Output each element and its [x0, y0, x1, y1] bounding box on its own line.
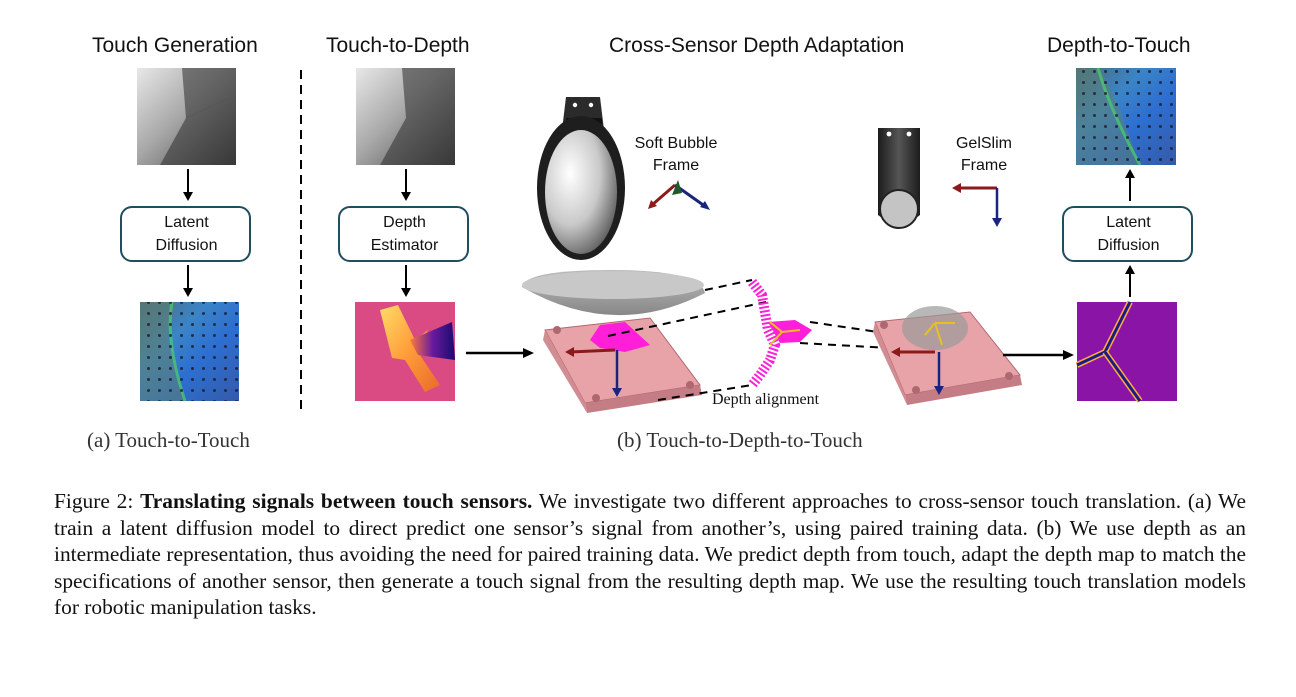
depth-estimator-label: Depth Estimator — [339, 211, 470, 257]
gelslim-frame-axes — [952, 183, 1002, 227]
touch-image-rgb-right — [1076, 67, 1176, 166]
caption-label: Figure 2: — [54, 489, 134, 513]
latent-diffusion-box-left — [120, 206, 251, 262]
box-label-line: Depth — [383, 214, 426, 231]
box-label-line: Latent — [1106, 214, 1151, 231]
arrowhead — [1125, 169, 1135, 178]
title-depth-to-touch: Depth-to-Touch — [1047, 34, 1191, 57]
depth-map-image — [355, 302, 455, 401]
figure-caption: Figure 2: Translating signals between to… — [54, 488, 1246, 621]
touch-image-grayscale-middle — [356, 68, 455, 165]
frame-label-line: Soft Bubble — [634, 135, 718, 152]
gelslim-sensor — [878, 128, 920, 229]
box-label-line: Estimator — [370, 237, 439, 254]
figure-diagram — [120, 67, 1193, 413]
title-touch-to-depth: Touch-to-Depth — [326, 34, 470, 57]
frame-label-line: Frame — [652, 157, 700, 174]
subcaption-a: (a) Touch-to-Touch — [87, 428, 250, 452]
arrowhead — [523, 348, 534, 358]
title-cross-sensor: Cross-Sensor Depth Adaptation — [609, 34, 905, 57]
soft-bubble-sensor — [537, 97, 625, 260]
arrowhead — [401, 192, 411, 201]
box-label-line: Diffusion — [155, 237, 218, 254]
arrowhead — [401, 288, 411, 297]
frame-label-line: Frame — [960, 157, 1008, 174]
arrowhead — [1063, 350, 1074, 360]
caption-bold: Translating signals between touch sensor… — [140, 489, 533, 513]
latent-diffusion-label-left: Latent Diffusion — [121, 211, 252, 257]
arrowhead — [183, 288, 193, 297]
title-touch-generation: Touch Generation — [92, 34, 258, 57]
arrowhead — [183, 192, 193, 201]
object-plate-left — [522, 270, 705, 413]
touch-image-rgb-left — [140, 301, 239, 402]
frame-label-line: GelSlim — [955, 135, 1012, 152]
soft-bubble-frame-axes — [648, 180, 710, 210]
depth-alignment-label: Depth alignment — [712, 391, 820, 408]
arrowhead — [1125, 265, 1135, 274]
touch-image-grayscale-left — [137, 68, 237, 165]
depth-alignment-patch — [748, 278, 812, 389]
gelslim-frame-label: GelSlim Frame — [938, 133, 1030, 177]
caption-text: We investigate two different approaches … — [54, 489, 1246, 619]
soft-bubble-frame-label: Soft Bubble Frame — [618, 133, 734, 177]
depth-estimator-box — [338, 206, 469, 262]
latent-diffusion-box-right — [1062, 206, 1193, 262]
object-plate-right — [873, 306, 1022, 405]
box-label-line: Diffusion — [1097, 237, 1160, 254]
box-label-line: Latent — [164, 214, 209, 231]
subcaption-b: (b) Touch-to-Depth-to-Touch — [617, 428, 863, 452]
latent-diffusion-label-right: Latent Diffusion — [1063, 211, 1194, 257]
adapted-depth-map — [1075, 300, 1177, 403]
